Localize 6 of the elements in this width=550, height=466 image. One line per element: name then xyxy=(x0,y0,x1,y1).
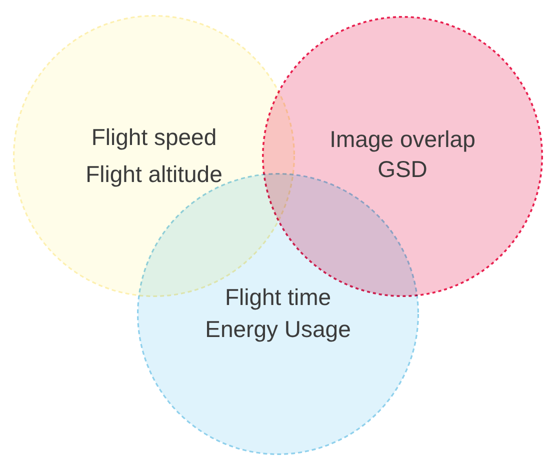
venn-label: GSD xyxy=(378,156,428,182)
venn-label: Image overlap xyxy=(330,126,476,152)
venn-label: Flight time xyxy=(224,284,332,310)
venn-label: Energy Usage xyxy=(205,316,351,342)
venn-label: Flight altitude xyxy=(86,161,222,187)
venn-label: Flight speed xyxy=(91,124,217,150)
